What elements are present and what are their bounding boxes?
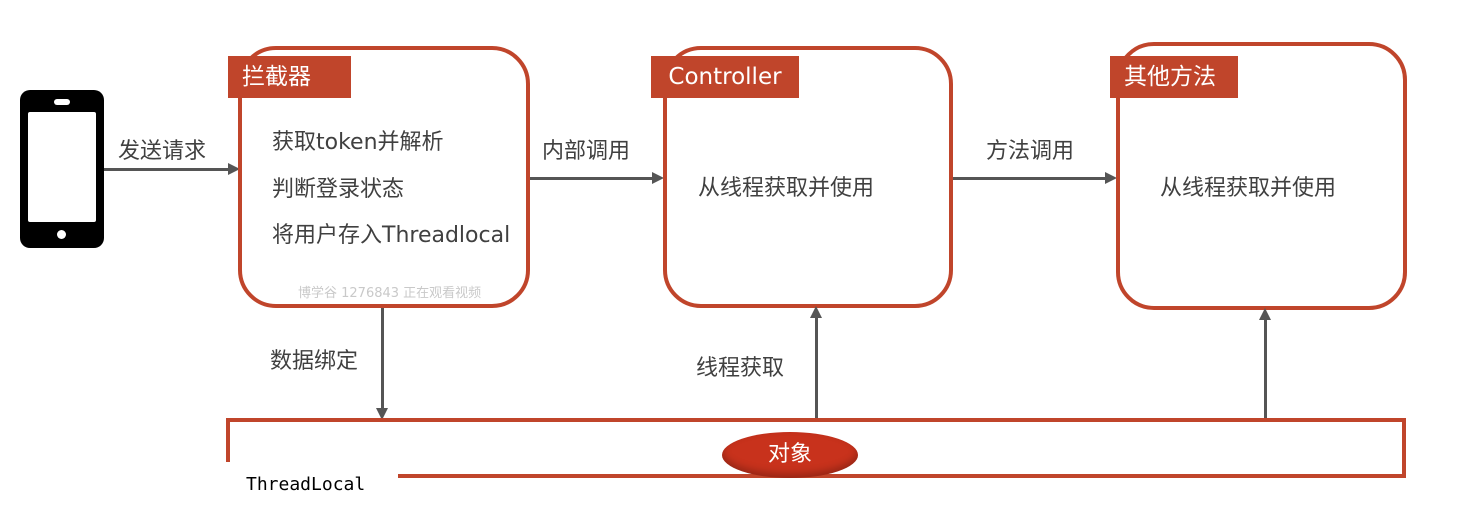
phone-screen [28, 112, 96, 222]
phone-speaker [54, 99, 70, 105]
arrow-method-call-line [953, 177, 1107, 180]
other-methods-text: 从线程获取并使用 [1160, 176, 1337, 201]
watermark: 博学谷 1276843 正在观看视频 [298, 286, 482, 301]
arrow-send-request-line [104, 168, 230, 171]
controller-tag: Controller [651, 56, 799, 98]
arrow-thread-get-head [810, 306, 822, 318]
object-ellipse: 对象 [722, 432, 858, 478]
arrow-internal-call-head [652, 172, 664, 184]
arrow-other-get-head [1259, 308, 1271, 320]
interceptor-tag: 拦截器 [228, 56, 351, 98]
other-methods-tag: 其他方法 [1110, 56, 1238, 98]
arrow-internal-call-line [530, 177, 654, 180]
controller-text: 从线程获取并使用 [698, 176, 875, 201]
arrow-method-call-head [1105, 172, 1117, 184]
arrow-thread-get-line [815, 318, 818, 420]
threadlocal-frame-left [226, 418, 230, 462]
interceptor-line-3: 将用户存入Threadlocal [272, 223, 511, 248]
edge-label-send-request: 发送请求 [118, 139, 207, 164]
interceptor-line-2: 判断登录状态 [272, 177, 405, 202]
edge-label-method-call: 方法调用 [986, 139, 1075, 164]
interceptor-line-1: 获取token并解析 [272, 130, 444, 155]
phone-home-button [57, 230, 66, 239]
threadlocal-label: ThreadLocal [246, 474, 366, 495]
edge-label-data-binding: 数据绑定 [270, 349, 359, 374]
threadlocal-frame-bottom [398, 474, 1406, 478]
threadlocal-frame [226, 418, 1406, 478]
arrow-other-get-line [1264, 320, 1267, 420]
arrow-data-binding-head [376, 408, 388, 420]
edge-label-thread-get: 线程获取 [696, 356, 785, 381]
arrow-data-binding-line [381, 308, 384, 410]
arrow-send-request-head [228, 163, 240, 175]
edge-label-internal-call: 内部调用 [542, 139, 631, 164]
phone-icon [20, 90, 104, 248]
